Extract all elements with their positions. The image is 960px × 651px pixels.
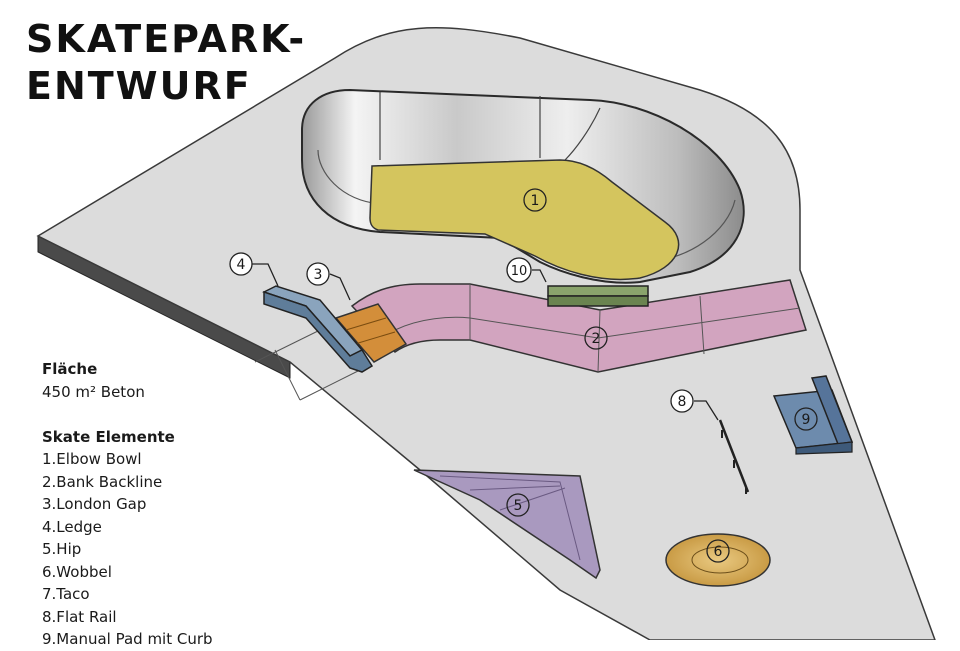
curb-10-front (547, 295, 649, 307)
svg-text:4: 4 (237, 257, 246, 273)
element-item: 7.Taco (42, 585, 90, 603)
element-item: 8.Flat Rail (42, 607, 117, 626)
london-gap (334, 303, 408, 363)
svg-text:3: 3 (314, 267, 323, 283)
marker-4: 4 (229, 252, 253, 276)
curb-10 (547, 285, 649, 307)
bowl-wall-seam (379, 92, 601, 161)
leader-4 (252, 263, 279, 287)
flat-rail-posts (721, 430, 747, 494)
ledge (262, 285, 374, 373)
svg-text:5: 5 (514, 498, 523, 514)
curb-10-top (547, 285, 649, 297)
elements-list: 1.Elbow Bowl 2.Bank Backline 3.London Ga… (42, 448, 302, 651)
element-item: 9.Manual Pad mit Curb (42, 630, 213, 648)
hip-inner (439, 475, 581, 561)
area-value: 450 m² Beton (42, 382, 145, 401)
svg-text:2: 2 (592, 331, 601, 347)
number-markers: 1 2 3 4 5 6 8 9 (229, 188, 818, 563)
page-title-line-1: SKATEPARK- (26, 17, 307, 61)
element-item: 6.Wobbel (42, 562, 112, 581)
wobbel-ring (691, 546, 749, 574)
bowl-floor (369, 159, 680, 281)
hip-shape (413, 469, 601, 580)
element-item: 4.Ledge (42, 517, 102, 536)
svg-text:9: 9 (802, 412, 811, 428)
bank-backline-shape (350, 279, 807, 373)
flat-rail (718, 419, 750, 494)
leader-8 (694, 400, 719, 421)
marker-6: 6 (706, 539, 730, 563)
hip (413, 469, 601, 580)
spacer (42, 403, 302, 426)
leader-lines (252, 263, 719, 421)
element-item: 3.London Gap (42, 495, 147, 513)
flat-rail-bar (718, 419, 750, 493)
london-gap-shape (334, 303, 408, 363)
marker-2: 2 (584, 326, 608, 350)
element-item: 2.Bank Backline (42, 472, 163, 491)
elbow-bowl (301, 88, 745, 284)
wobbel (665, 533, 771, 587)
elements-heading: Skate Elemente (42, 427, 175, 446)
leader-10 (532, 269, 547, 283)
marker-9: 9 (794, 407, 818, 431)
marker-1: 1 (523, 188, 547, 212)
marker-5: 5 (506, 493, 530, 517)
marker-8: 8 (670, 389, 694, 413)
manual-pad (772, 375, 854, 455)
leader-3 (329, 273, 351, 301)
svg-text:10: 10 (511, 264, 528, 279)
marker-10: 10 (506, 257, 532, 283)
bank-backline (350, 279, 807, 373)
element-item: 1.Elbow Bowl (42, 450, 142, 468)
walkway-line (254, 329, 361, 401)
legend-panel: Fläche 450 m² Beton Skate Elemente 1.Elb… (42, 358, 302, 651)
svg-text:8: 8 (678, 394, 687, 410)
element-item: 5.Hip (42, 540, 82, 558)
page-title: SKATEPARK- ENTWURF (26, 16, 306, 110)
london-gap-step (345, 317, 396, 345)
area-heading: Fläche (42, 360, 98, 378)
svg-text:6: 6 (714, 544, 723, 560)
svg-text:1: 1 (531, 193, 540, 209)
ledge-front (263, 290, 374, 373)
wobbel-base (665, 533, 771, 587)
marker-3: 3 (306, 262, 330, 286)
manual-pad-front (795, 441, 853, 455)
bank-backline-seam (394, 284, 801, 373)
page-title-line-2: ENTWURF (26, 64, 252, 108)
